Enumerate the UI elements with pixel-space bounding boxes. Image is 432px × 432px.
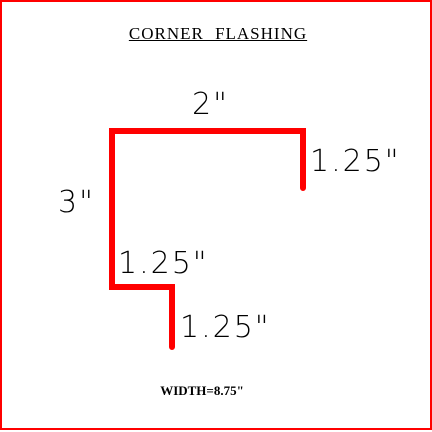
width-label: WIDTH=8.75" — [160, 383, 244, 398]
drawing-title: CORNER FLASHING — [128, 24, 308, 43]
dim-right-drop: 1.25" — [310, 144, 401, 179]
flashing-profile-line — [109, 128, 306, 350]
dim-step: 1.25" — [118, 246, 209, 281]
dim-bottom-drop: 1.25" — [180, 310, 271, 345]
dim-top-width: 2" — [192, 87, 229, 122]
dim-left-height: 3" — [58, 185, 95, 220]
